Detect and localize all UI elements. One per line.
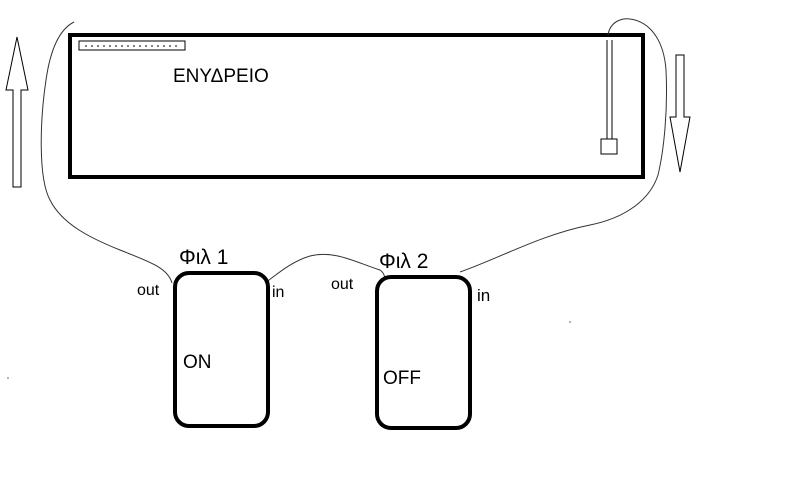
filter2-in-label: in: [477, 286, 490, 305]
filter2-canister: [375, 275, 472, 430]
filter1-out-label: out: [137, 282, 160, 299]
spray-bar: [78, 40, 186, 51]
stray-dot: [569, 321, 571, 323]
filter1-canister: [173, 271, 270, 428]
down-arrow-icon: [669, 54, 691, 173]
filter1-title: Φιλ 1: [179, 246, 228, 269]
hose-filter1-to-filter2: [264, 253, 386, 284]
hose-return-left: [40, 21, 173, 284]
filter1-in-label: in: [272, 284, 284, 301]
aquarium-tank: [68, 33, 645, 179]
filter2-state: OFF: [383, 368, 421, 389]
up-arrow-icon: [5, 36, 29, 188]
tank-label: ΕΝΥΔΡΕΙΟ: [173, 66, 269, 87]
intake-strainer: [600, 138, 618, 155]
filter2-out-label: out: [331, 276, 354, 293]
stray-dot: [7, 377, 9, 379]
hose-intake-right: [459, 18, 668, 273]
filter1-state: ON: [183, 352, 212, 373]
filter2-title: Φιλ 2: [379, 250, 428, 273]
